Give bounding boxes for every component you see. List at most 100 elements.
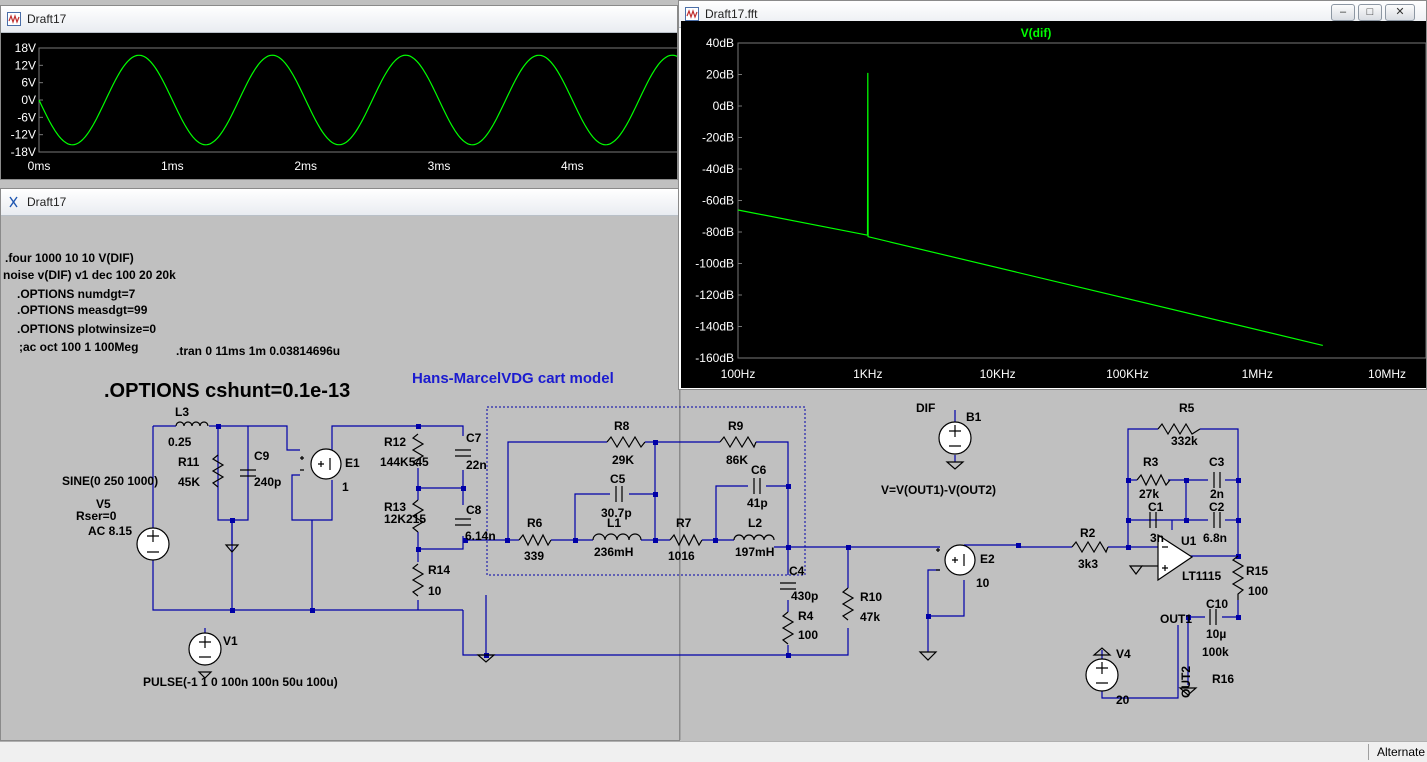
directive-ac[interactable]: ;ac oct 100 1 100Meg [19, 340, 138, 354]
restore-icon: □ [1366, 6, 1374, 18]
resistor-R14[interactable] [411, 563, 425, 597]
fft-trace-vdif[interactable] [737, 72, 1323, 346]
svg-text:41p: 41p [747, 496, 768, 510]
capacitor-C7[interactable] [455, 449, 471, 457]
resistor-R10[interactable] [841, 587, 855, 621]
svg-text:R7: R7 [676, 516, 692, 530]
fft-y-tick-label: 20dB [706, 68, 734, 82]
svg-text:C4: C4 [789, 564, 805, 578]
svg-text:U1: U1 [1181, 534, 1197, 548]
inductor-L2[interactable] [733, 534, 775, 541]
transient-x-tick-label: 1ms [161, 159, 184, 173]
close-button[interactable]: ✕ [1385, 4, 1415, 21]
directive-options-measdgt[interactable]: .OPTIONS measdgt=99 [17, 303, 148, 317]
svg-text:R5: R5 [1179, 401, 1195, 415]
svg-text:V5: V5 [96, 497, 111, 511]
fft-x-tick-label: 1KHz [853, 367, 882, 381]
svg-text:L1: L1 [607, 516, 621, 530]
capacitor-C1[interactable] [1149, 512, 1157, 528]
capacitor-C10[interactable] [1209, 609, 1217, 625]
fft-window-title: Draft17.fft [705, 7, 758, 21]
svg-text:L3: L3 [175, 405, 189, 419]
directive-options-plotwinsize[interactable]: .OPTIONS plotwinsize=0 [17, 322, 156, 336]
resistor-R15[interactable] [1231, 555, 1245, 600]
fft-x-tick-label: 10KHz [980, 367, 1016, 381]
restore-button[interactable]: □ [1358, 4, 1382, 21]
vcvs-E2[interactable] [936, 544, 976, 576]
resistor-R11[interactable] [211, 454, 225, 488]
inductor-L3[interactable] [175, 421, 209, 427]
fft-y-ticks: 40dB20dB0dB-20dB-40dB-60dB-80dB-100dB-12… [695, 36, 742, 365]
resistor-R5[interactable] [1157, 422, 1201, 436]
resistor-R2[interactable] [1071, 540, 1109, 554]
ground-e2 [918, 651, 938, 661]
svg-text:197mH: 197mH [735, 545, 774, 559]
resistor-R7[interactable] [669, 533, 703, 547]
directive-noise[interactable]: noise v(DIF) v1 dec 100 20 20k [3, 268, 176, 282]
resistor-R8[interactable] [606, 435, 646, 449]
voltage-source-V1[interactable] [188, 632, 222, 666]
dashed-group-box[interactable] [486, 406, 806, 576]
capacitor-C2[interactable] [1213, 512, 1221, 528]
svg-text:1016: 1016 [668, 549, 695, 563]
fft-y-tick-label: -160dB [695, 351, 734, 365]
svg-text:10µ: 10µ [1206, 627, 1226, 641]
capacitor-C4[interactable] [780, 582, 796, 590]
capacitor-C6[interactable] [753, 478, 761, 494]
component-labels: L3 0.25 R11 45K C9 240p E1 1 SINE(0 250 … [62, 401, 1268, 707]
resistor-R3[interactable] [1136, 473, 1171, 487]
transient-x-tick-label: 0ms [28, 159, 51, 173]
transient-y-tick-label: -12V [11, 128, 36, 142]
minimize-button[interactable]: ‒ [1331, 4, 1355, 21]
svg-text:R9: R9 [728, 419, 744, 433]
svg-text:3k3: 3k3 [1078, 557, 1098, 571]
directive-options-numdgt[interactable]: .OPTIONS numdgt=7 [17, 287, 136, 301]
svg-text:10: 10 [428, 584, 442, 598]
voltage-source-V5[interactable] [136, 527, 170, 561]
resistor-R12[interactable] [411, 433, 425, 467]
transient-x-tick-label: 3ms [428, 159, 451, 173]
resistor-R4[interactable] [781, 611, 795, 645]
capacitor-C3[interactable] [1213, 472, 1221, 488]
svg-text:OUT2: OUT2 [1179, 666, 1193, 698]
fft-chart: V(dif) 40dB20dB0dB-20dB-40dB-60dB-80dB-1… [695, 26, 1427, 381]
transient-trace-vout[interactable] [38, 54, 680, 146]
behavioral-source-B1[interactable] [938, 421, 972, 455]
fft-x-tick-label: 10MHz [1368, 367, 1406, 381]
svg-text:20: 20 [1116, 693, 1130, 707]
schematic-comment-title[interactable]: Hans-MarcelVDG cart model [412, 370, 614, 387]
schematic-canvas[interactable]: .four 1000 10 10 V(DIF) noise v(DIF) v1 … [0, 0, 1427, 740]
schematic-window-titlebar[interactable]: Draft17 [1, 189, 679, 216]
fft-trace-name[interactable]: V(dif) [1021, 26, 1052, 40]
waveform-icon [685, 7, 699, 21]
svg-text:1: 1 [342, 480, 349, 494]
resistor-R6[interactable] [518, 533, 552, 547]
fft-y-tick-label: -100dB [695, 257, 734, 271]
vcvs-E1[interactable] [300, 448, 342, 480]
resistor-R13[interactable] [411, 499, 425, 533]
svg-text:100: 100 [1248, 584, 1268, 598]
resistor-R9[interactable] [719, 435, 757, 449]
directive-four[interactable]: .four 1000 10 10 V(DIF) [5, 251, 134, 265]
opamp-U1[interactable] [1128, 533, 1194, 582]
svg-text:3n: 3n [1150, 531, 1164, 545]
capacitor-C5[interactable] [615, 486, 623, 502]
transient-window-titlebar[interactable]: Draft17 [1, 6, 677, 33]
directive-options-cshunt[interactable]: .OPTIONS cshunt=0.1e-13 [104, 380, 350, 402]
waveform-icon [7, 12, 21, 26]
status-bar: Alternate [0, 741, 1427, 762]
directive-tran[interactable]: .tran 0 11ms 1m 0.03814696u [176, 344, 340, 358]
svg-text:332k: 332k [1171, 434, 1198, 448]
capacitor-C8[interactable] [455, 518, 471, 526]
capacitor-C9[interactable] [240, 469, 256, 477]
svg-text:22n: 22n [466, 458, 487, 472]
voltage-source-V4[interactable] [1085, 658, 1119, 692]
svg-text:V1: V1 [223, 634, 238, 648]
inductor-L1[interactable] [592, 533, 642, 541]
